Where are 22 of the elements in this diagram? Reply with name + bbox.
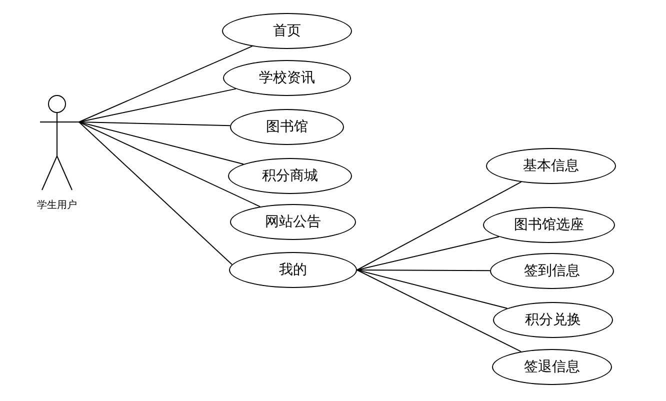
use-case-ellipse: 首页 xyxy=(222,13,352,49)
use-case-ellipse: 签退信息 xyxy=(492,349,612,385)
association-line xyxy=(78,46,253,122)
use-case-ellipse: 学校资讯 xyxy=(223,60,351,96)
association-line xyxy=(78,122,231,126)
use-case-ellipse: 签到信息 xyxy=(490,253,614,289)
association-line xyxy=(356,236,500,270)
use-case-ellipse: 图书馆选座 xyxy=(483,207,615,243)
association-line xyxy=(356,270,522,352)
actor-label: 学生用户 xyxy=(36,198,78,212)
association-line xyxy=(78,88,236,122)
use-case-ellipse: 积分商城 xyxy=(228,158,352,194)
use-case-ellipse: 积分兑换 xyxy=(493,302,613,338)
association-line xyxy=(356,182,522,270)
use-case-ellipse: 我的 xyxy=(229,252,357,288)
use-case-ellipse: 网站公告 xyxy=(230,204,356,240)
association-line xyxy=(78,122,244,165)
association-line xyxy=(356,270,490,272)
association-line xyxy=(356,270,508,309)
use-case-ellipse: 图书馆 xyxy=(230,109,344,145)
association-line xyxy=(78,122,232,266)
use-case-ellipse: 基本信息 xyxy=(486,148,616,184)
